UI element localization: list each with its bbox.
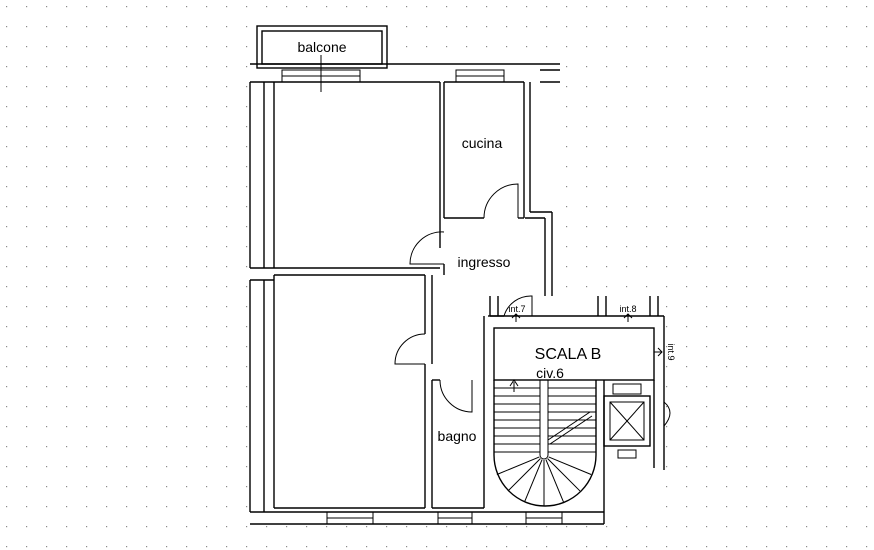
bedroom-upper xyxy=(250,82,441,281)
top-wall xyxy=(250,63,560,83)
building-mask xyxy=(250,26,663,526)
stair-title: SCALA B xyxy=(535,346,602,363)
left-wall xyxy=(249,82,265,512)
stair-hall xyxy=(489,296,671,524)
bedroom-lower xyxy=(273,274,426,509)
stair-tread xyxy=(547,458,581,492)
unit-entry-markers xyxy=(511,313,663,357)
stair-civic: civ.6 xyxy=(536,365,564,381)
stair-tread xyxy=(496,456,540,475)
stair-tread xyxy=(507,458,541,492)
unit-label-int8: int.8 xyxy=(619,304,636,314)
elevator xyxy=(603,383,651,459)
bottom-wall xyxy=(250,511,604,525)
unit-label-int9: int.9 xyxy=(666,343,676,360)
bathroom xyxy=(431,316,485,509)
room-label-bagno: bagno xyxy=(438,428,477,444)
stair-tread xyxy=(548,456,592,475)
stair-tread xyxy=(524,459,543,503)
room-label-ingresso: ingresso xyxy=(458,254,511,270)
room-label-cucina: cucina xyxy=(462,135,503,151)
unit-label-int7: int.7 xyxy=(508,304,525,314)
door-swings xyxy=(394,183,533,413)
kitchen xyxy=(443,82,531,219)
hallway xyxy=(431,211,553,364)
stair-tread xyxy=(545,459,564,503)
room-label-balcone: balcone xyxy=(297,39,346,55)
spiral-staircase xyxy=(493,379,597,507)
